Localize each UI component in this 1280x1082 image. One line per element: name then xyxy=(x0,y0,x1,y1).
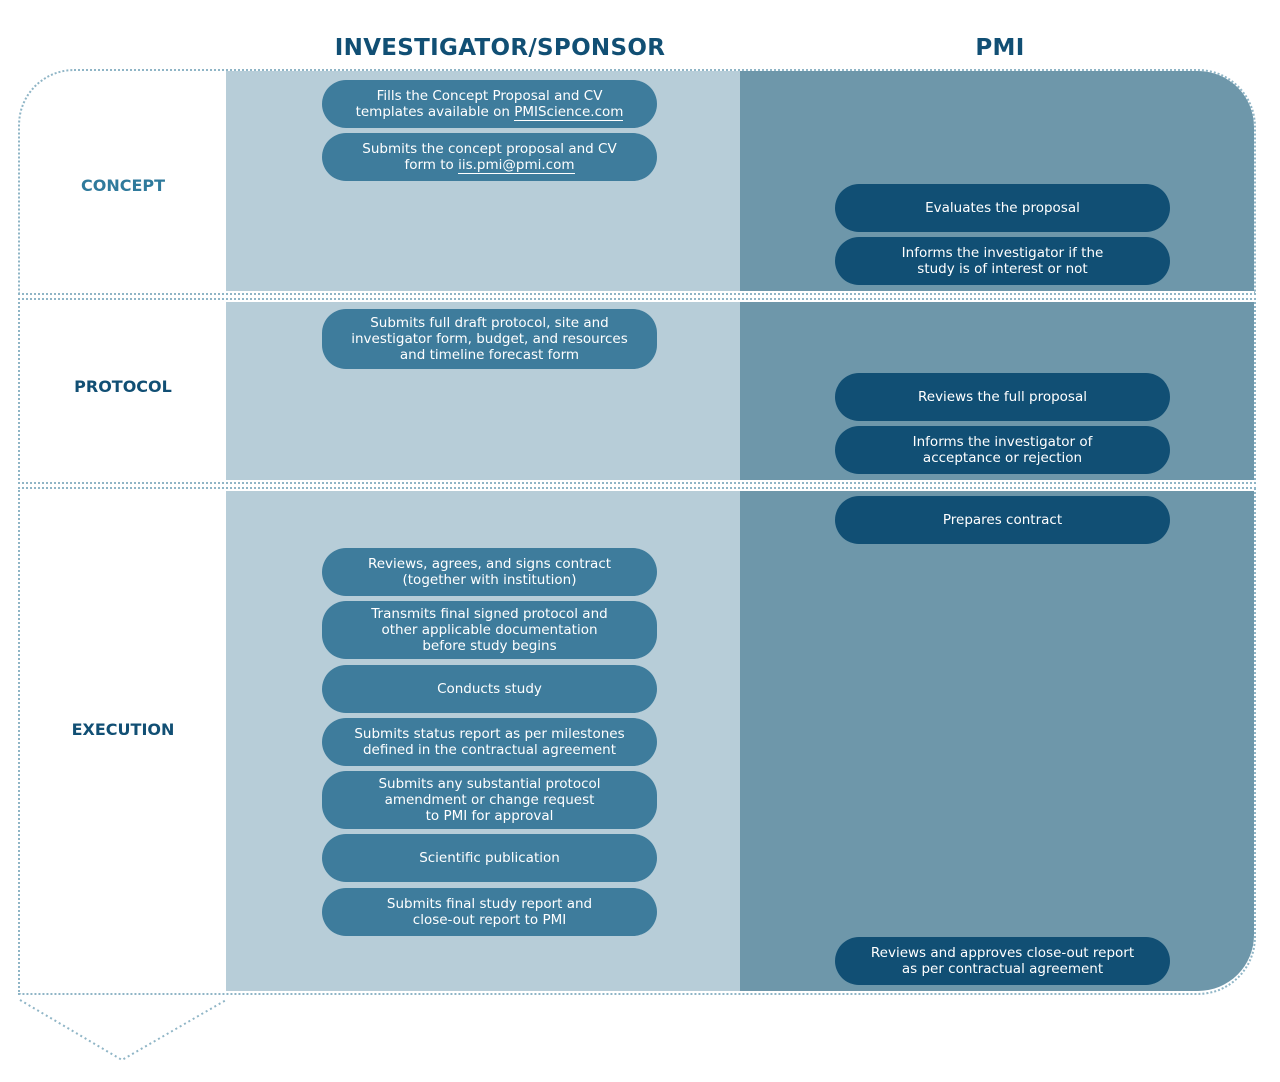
prepares-contract-step: Prepares contract xyxy=(835,496,1170,544)
protocol-label: PROTOCOL xyxy=(74,377,172,396)
protocol-band-outline xyxy=(18,298,1256,484)
investigator-sponsor-header: INVESTIGATOR/SPONSOR xyxy=(334,35,666,61)
submit-full-draft-protocol-step: Submits full draft protocol, site and in… xyxy=(322,309,657,369)
conducts-study-step: Conducts study xyxy=(322,665,657,713)
step-text: Fills the Concept Proposal and CV templa… xyxy=(355,88,603,120)
submit-concept-proposal-step: Submits the concept proposal and CV form… xyxy=(322,133,657,181)
down-arrow-icon xyxy=(19,999,227,1062)
concept-label: CONCEPT xyxy=(80,176,166,195)
signs-contract-step: Reviews, agrees, and signs contract (tog… xyxy=(322,548,657,596)
pmi-header: PMI xyxy=(975,35,1025,61)
submits-amendment-step: Submits any substantial protocol amendme… xyxy=(322,771,657,829)
submits-status-report-step: Submits status report as per milestones … xyxy=(322,718,657,766)
concept-band-outline xyxy=(18,69,1256,295)
reviews-full-proposal-step: Reviews the full proposal xyxy=(835,373,1170,421)
transmits-signed-protocol-step: Transmits final signed protocol and othe… xyxy=(322,601,657,659)
step-text: Submits the concept proposal and CV form… xyxy=(362,141,617,173)
reviews-closeout-report-step: Reviews and approves close-out report as… xyxy=(835,937,1170,985)
submits-final-report-step: Submits final study report and close-out… xyxy=(322,888,657,936)
informs-acceptance-step: Informs the investigator of acceptance o… xyxy=(835,426,1170,474)
iis-email-link[interactable]: iis.pmi@pmi.com xyxy=(458,157,575,174)
execution-band-outline xyxy=(18,487,1256,995)
execution-label: EXECUTION xyxy=(71,720,175,739)
execution-pmi-area xyxy=(740,491,1254,991)
evaluates-proposal-step: Evaluates the proposal xyxy=(835,184,1170,232)
pmiscience-link[interactable]: PMIScience.com xyxy=(514,104,624,121)
fill-concept-templates-step: Fills the Concept Proposal and CV templa… xyxy=(322,80,657,128)
scientific-publication-step: Scientific publication xyxy=(322,834,657,882)
informs-interest-step: Informs the investigator if the study is… xyxy=(835,237,1170,285)
